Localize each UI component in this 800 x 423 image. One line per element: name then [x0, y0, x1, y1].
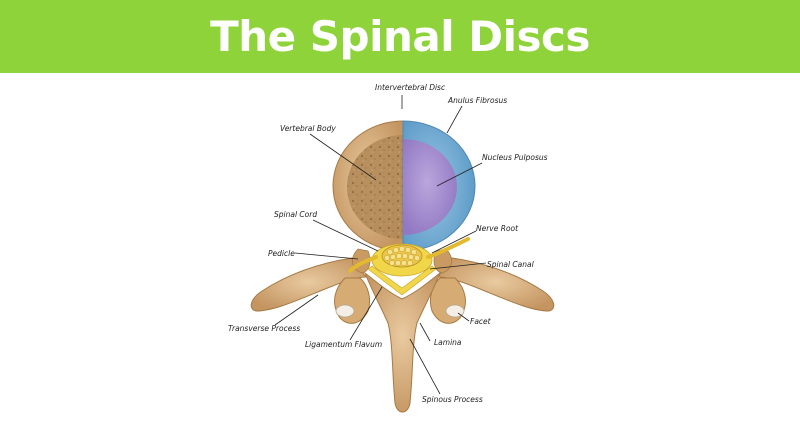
- spinous-process: [363, 271, 442, 413]
- label-ligamentum-flavum: Ligamentum Flavum: [305, 340, 383, 349]
- label-nucleus-pulposus: Nucleus Pulposus: [482, 153, 548, 162]
- label-spinous-process: Spinous Process: [422, 395, 483, 404]
- spinal-cord-group: [348, 237, 470, 277]
- posterior-arch: [250, 248, 555, 413]
- vertebral-body: [332, 120, 404, 252]
- right-transverse-process: [437, 257, 555, 312]
- nucleus-pulposus: [403, 139, 457, 235]
- label-lamina: Lamina: [434, 338, 462, 347]
- page-title: The Spinal Discs: [210, 12, 590, 61]
- label-transverse-process: Transverse Process: [228, 324, 301, 333]
- right-articular-process: [429, 277, 466, 324]
- leader-lines: [274, 95, 487, 395]
- right-nerve-root: [426, 237, 470, 259]
- label-spinal-cord: Spinal Cord: [274, 210, 318, 219]
- left-facet: [335, 304, 355, 318]
- spinal-disc-diagram: Intervertebral Disc Anulus Fibrosus Vert…: [0, 73, 800, 419]
- label-facet: Facet: [470, 317, 491, 326]
- label-spinal-canal: Spinal Canal: [487, 260, 534, 269]
- ligamentum-flavum: [367, 265, 437, 296]
- vertebra-illustration: [250, 95, 555, 413]
- label-anulus-fibrosus: Anulus Fibrosus: [448, 96, 508, 105]
- intervertebral-disc: [402, 120, 476, 252]
- title-banner: The Spinal Discs: [0, 0, 800, 73]
- left-nerve-root: [348, 255, 378, 273]
- label-intervertebral-disc: Intervertebral Disc: [375, 83, 446, 92]
- label-vertebral-body: Vertebral Body: [280, 124, 336, 133]
- label-pedicle: Pedicle: [268, 249, 295, 258]
- label-nerve-root: Nerve Root: [476, 224, 519, 233]
